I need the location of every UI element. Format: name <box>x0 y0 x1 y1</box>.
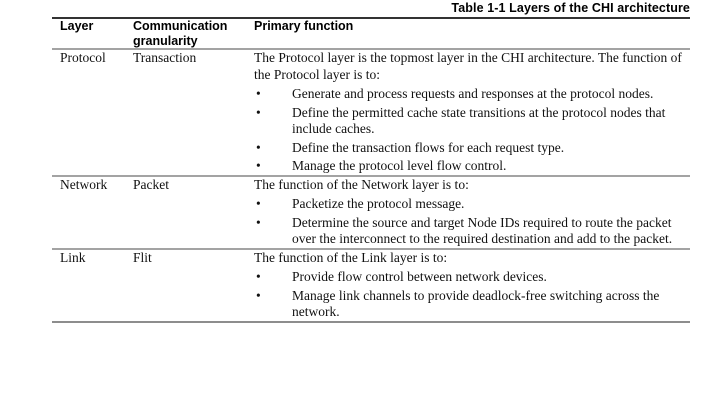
table-row: Protocol Transaction The Protocol layer … <box>52 50 690 175</box>
function-intro-text: The Protocol layer is the topmost layer … <box>254 50 682 82</box>
cell-primary-function: The function of the Link layer is to: • … <box>254 250 690 321</box>
list-item: • Manage the protocol level flow control… <box>254 158 690 175</box>
list-item-label: Determine the source and target Node IDs… <box>292 214 673 247</box>
cell-granularity: Transaction <box>133 50 197 65</box>
bullet-icon: • <box>256 214 261 230</box>
table-header-row: Layer Communication granularity Primary … <box>52 19 690 48</box>
list-item: • Determine the source and target Node I… <box>254 215 690 248</box>
header-separator-row <box>52 48 690 50</box>
list-item: • Provide flow control between network d… <box>254 269 690 286</box>
cell-layer: Protocol <box>60 50 106 65</box>
row-separator-rule <box>52 247 690 250</box>
list-item: • Packetize the protocol message. <box>254 196 690 213</box>
cell-granularity: Packet <box>133 176 169 192</box>
function-bullet-list: • Packetize the protocol message. • Dete… <box>254 196 690 248</box>
function-bullet-list: • Provide flow control between network d… <box>254 269 690 321</box>
column-header-communication-granularity: Communication granularity <box>133 19 228 48</box>
bullet-icon: • <box>256 269 261 284</box>
cell-layer: Link <box>60 249 86 265</box>
list-item-label: Provide flow control between network dev… <box>292 269 547 284</box>
list-item: • Manage link channels to provide deadlo… <box>254 288 690 321</box>
row-separator-cell <box>52 174 690 177</box>
list-item-label: Packetize the protocol message. <box>292 196 465 211</box>
bullet-icon: • <box>256 158 261 173</box>
cell-primary-function: The function of the Network layer is to:… <box>254 177 690 248</box>
cell-granularity: Flit <box>133 249 152 265</box>
cell-primary-function: The Protocol layer is the topmost layer … <box>254 50 690 175</box>
bullet-icon: • <box>256 104 261 120</box>
chi-layers-table: Layer Communication granularity Primary … <box>52 19 690 321</box>
cell-layer: Network <box>60 176 108 192</box>
column-header-layer: Layer <box>60 19 94 33</box>
row-separator-row <box>52 247 690 250</box>
function-intro-text: The function of the Network layer is to: <box>254 176 469 192</box>
bullet-icon: • <box>256 139 261 155</box>
table-caption: Table 1-1 Layers of the CHI architecture <box>451 1 690 15</box>
bullet-icon: • <box>256 196 261 211</box>
row-separator-rule <box>52 174 690 177</box>
list-item: • Generate and process requests and resp… <box>254 86 690 103</box>
list-item-label: Define the permitted cache state transit… <box>292 104 666 137</box>
column-header-primary-function: Primary function <box>254 19 354 33</box>
header-separator-rule <box>52 48 690 50</box>
list-item-label: Generate and process requests and respon… <box>292 86 654 101</box>
list-item: • Define the transaction flows for each … <box>254 140 690 157</box>
bullet-icon: • <box>256 86 261 101</box>
function-intro-text: The function of the Link layer is to: <box>254 249 448 265</box>
function-bullet-list: • Generate and process requests and resp… <box>254 86 690 175</box>
list-item: • Define the permitted cache state trans… <box>254 105 690 138</box>
row-separator-row <box>52 174 690 177</box>
list-item-label: Manage link channels to provide deadlock… <box>292 287 660 320</box>
table-row: Network Packet The function of the Netwo… <box>52 177 690 248</box>
row-separator-cell <box>52 247 690 250</box>
table-top-rule <box>52 17 690 19</box>
table-bottom-rule <box>52 320 690 323</box>
list-item-label: Manage the protocol level flow control. <box>292 158 507 173</box>
table-row: Link Flit The function of the Link layer… <box>52 250 690 321</box>
bullet-icon: • <box>256 287 261 303</box>
list-item-label: Define the transaction flows for each re… <box>292 139 565 155</box>
table-container: Layer Communication granularity Primary … <box>52 17 690 323</box>
header-separator-cell <box>52 48 690 50</box>
